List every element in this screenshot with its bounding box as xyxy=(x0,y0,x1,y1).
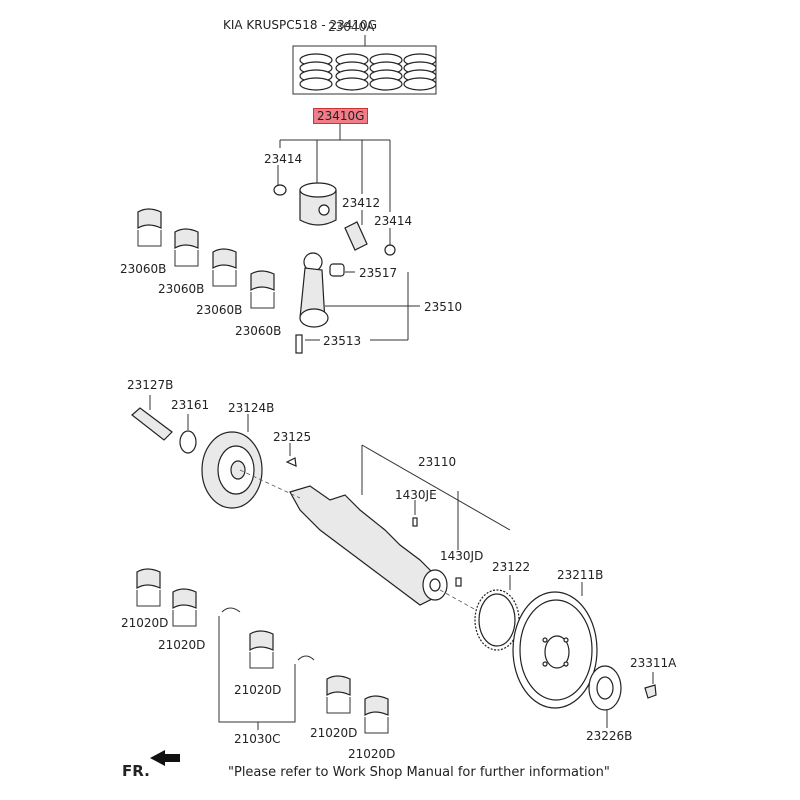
callout-main-bearing-2[interactable]: 21020D xyxy=(158,638,206,652)
piston-assy-leaders xyxy=(277,124,391,245)
front-direction-arrow-icon xyxy=(150,750,180,766)
callout-bearing-upper-3[interactable]: 23060B xyxy=(196,303,243,317)
callout-conrod[interactable]: 23510 xyxy=(424,300,463,314)
callout-pulley-bolt[interactable]: 23127B xyxy=(127,378,174,392)
ring-set-label: 23040A xyxy=(328,20,375,34)
piston xyxy=(273,182,396,256)
connecting-rod xyxy=(295,252,420,354)
callout-flywheel[interactable]: 23211B xyxy=(557,568,604,582)
callout-thrust-washer[interactable]: 21030C xyxy=(234,732,281,746)
sensor-wheel xyxy=(474,575,520,651)
front-pulley-parts xyxy=(131,395,297,509)
callout-pin-je[interactable]: 1430JE xyxy=(395,488,437,502)
upper-bearing-shells xyxy=(137,208,275,309)
callout-piston-assy[interactable]: 23410G xyxy=(313,108,369,124)
crankshaft xyxy=(239,444,531,641)
piston-ring-set xyxy=(292,35,437,95)
callout-main-bearing-4[interactable]: 21020D xyxy=(310,726,358,740)
callout-pin-jd[interactable]: 1430JD xyxy=(440,549,484,563)
callout-bearing-upper-4[interactable]: 23060B xyxy=(235,324,282,338)
main-bearing-shells xyxy=(136,568,389,734)
callout-main-bearing-3[interactable]: 21020D xyxy=(234,683,282,697)
flywheel xyxy=(512,582,657,728)
callout-bearing-upper-2[interactable]: 23060B xyxy=(158,282,205,296)
callout-crankshaft[interactable]: 23110 xyxy=(418,455,457,469)
callout-bearing-upper-1[interactable]: 23060B xyxy=(120,262,167,276)
callout-key[interactable]: 23125 xyxy=(273,430,312,444)
callout-main-bearing-1[interactable]: 21020D xyxy=(121,616,169,630)
footer-note: "Please refer to Work Shop Manual for fu… xyxy=(228,765,610,780)
callout-rod-bolt[interactable]: 23513 xyxy=(323,334,362,348)
callout-damper-pulley[interactable]: 23124B xyxy=(228,401,275,415)
callout-ring-left[interactable]: 23414 xyxy=(264,152,303,166)
callout-adapter-plate[interactable]: 23226B xyxy=(586,729,633,743)
callout-main-bearing-5[interactable]: 21020D xyxy=(348,747,396,761)
front-direction-label: FR. xyxy=(122,762,150,780)
callout-washer[interactable]: 23161 xyxy=(171,398,210,412)
callout-rod-bearing[interactable]: 23517 xyxy=(359,266,398,280)
page-title: KIA KRUSPC518 - 23410G xyxy=(223,18,377,32)
callout-flywheel-bolt[interactable]: 23311A xyxy=(630,656,677,670)
callout-sensor-wheel[interactable]: 23122 xyxy=(492,560,531,574)
callout-ring-right[interactable]: 23414 xyxy=(374,214,413,228)
callout-pin[interactable]: 23412 xyxy=(342,196,381,210)
